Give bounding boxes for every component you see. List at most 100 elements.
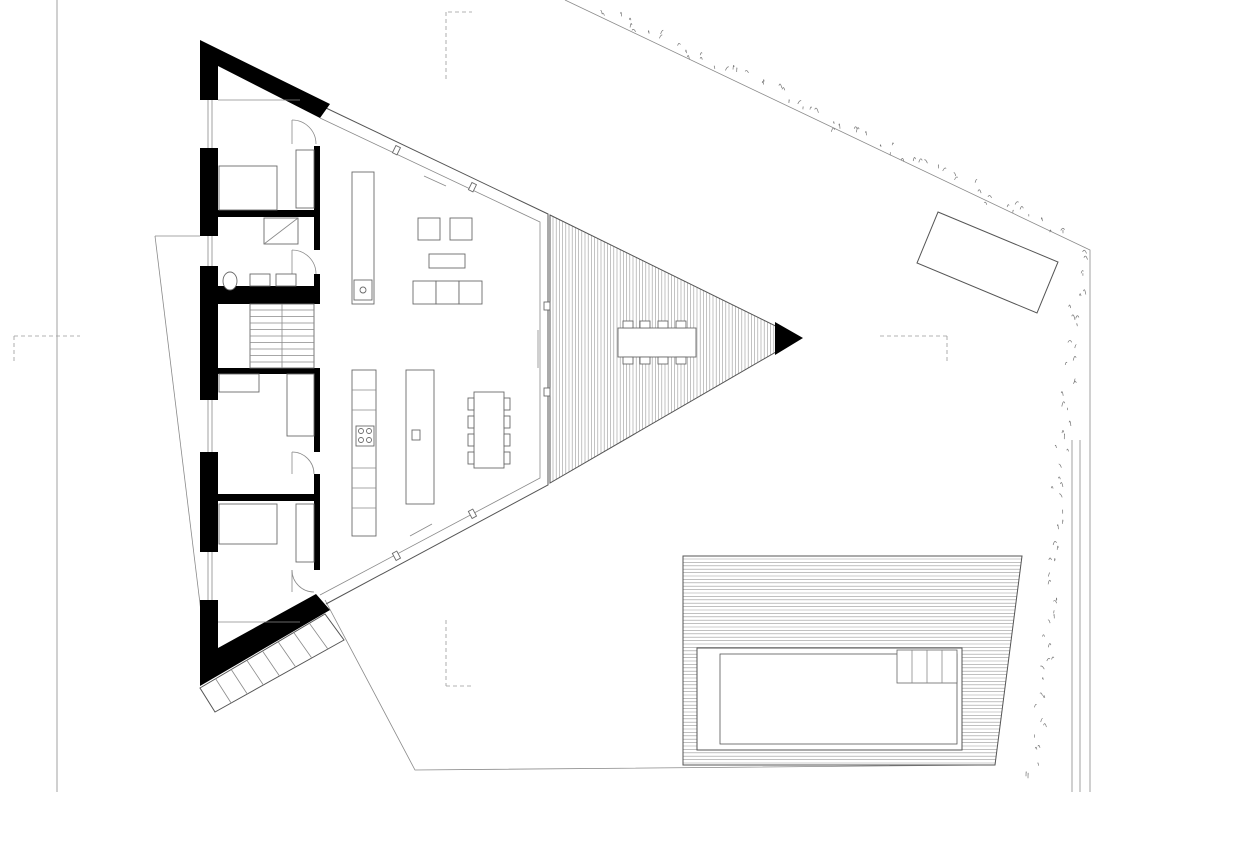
hedge-stroke [732,65,735,70]
hedge-stroke [677,42,681,46]
terrace-outline [549,214,802,484]
hedge-stroke [1071,314,1076,320]
hedge-stroke [781,87,786,91]
hedge-stroke [912,157,916,162]
hedge-stroke [761,81,764,85]
hedge-stroke [659,34,663,39]
hedge-stroke [763,79,765,82]
hedge-stroke [620,11,622,17]
dining-table [467,391,511,469]
hedge-stroke [954,176,959,181]
hedge-stroke [1057,524,1059,530]
hedge-stroke [830,127,836,132]
hedge-stroke [1074,344,1077,349]
hedge-stroke [918,158,923,163]
hedge-stroke [1037,744,1041,748]
hedge-stroke [1047,643,1052,648]
swimming-pool [696,647,963,751]
outbuilding [916,211,1059,314]
hatch-line [309,623,329,650]
hedge-stroke [942,167,947,172]
hedge-stroke [601,12,605,16]
hedge-stroke [1083,289,1087,295]
hedge-stroke [1067,340,1073,343]
stair [249,303,315,369]
hedge-stroke [977,189,982,194]
hedge-stroke [1042,677,1044,680]
hedge-stroke [1048,557,1052,561]
hedge-stroke [1060,482,1064,487]
hedge-stroke [1042,634,1045,637]
hedge-stroke [699,52,703,56]
hedge-stroke [1052,540,1057,546]
hedge-boundary [600,10,1088,779]
hedge-stroke [1047,619,1051,624]
hedge-stroke [1053,610,1055,614]
hedge-stroke [879,144,882,147]
hedge-stroke [1080,270,1084,274]
hedge-stroke [984,201,988,205]
hedge-stroke [1056,545,1059,550]
hatch-line [246,660,264,686]
hedge-stroke [1064,361,1068,365]
hedge-stroke [1054,444,1057,449]
pool-deck-outline [682,555,1023,766]
hedge-stroke [1073,378,1076,383]
hedge-stroke [1060,391,1064,396]
hedge-stroke [1073,380,1077,384]
hedge-stroke [1039,692,1043,696]
bedroom-furniture [218,149,315,563]
hedge-stroke [1057,476,1061,480]
hedge-stroke [1072,355,1077,361]
living-furniture [351,171,483,305]
window-strips [207,100,213,600]
hatch-line [277,641,296,668]
hedge-stroke [1068,304,1072,309]
hedge-stroke [1083,255,1088,260]
hedge-stroke [1082,249,1087,254]
hedge-stroke [631,28,636,32]
section-marks [13,11,948,687]
hatch-line [293,632,313,659]
hedge-stroke [1049,229,1052,233]
hedge-stroke [1053,600,1058,604]
site-boundary [56,0,1091,792]
hedge-stroke [699,56,703,60]
hedge-stroke [1048,572,1051,577]
hedge-stroke [924,159,928,164]
hedge-stroke [1058,463,1062,468]
hedge-stroke [1043,723,1047,728]
hedge-stroke [953,172,957,177]
hedge-stroke [1055,597,1058,601]
entrance-steps [199,613,345,713]
hedge-stroke [713,65,716,69]
hedge-stroke [1066,448,1069,452]
hedge-stroke [1006,204,1010,208]
hedge-stroke [1054,558,1056,562]
hedge-stroke [814,107,819,113]
hedge-stroke [1040,717,1043,723]
door-swings [291,119,317,593]
hedge-stroke [628,17,632,21]
interior-walls [218,99,320,623]
hedge-stroke [865,131,867,136]
hedge-stroke [1062,519,1064,524]
hedge-stroke [987,195,992,198]
hedge-stroke [855,127,860,133]
hedge-stroke [900,158,905,162]
hedge-stroke [838,123,841,129]
hedge-stroke [647,30,650,34]
hedge-stroke [1059,493,1063,498]
hedge-stroke [1012,209,1014,213]
kitchen [351,369,435,537]
hatch-line [262,650,280,677]
terrace-dining-table [617,320,697,365]
hedge-stroke [1068,420,1072,427]
hedge-stroke [600,10,603,14]
hedge-stroke [853,126,858,129]
hedge-stroke [891,142,894,146]
hedge-stroke [1040,665,1045,670]
hedge-stroke [1047,579,1052,585]
hedge-stroke [1034,746,1038,750]
